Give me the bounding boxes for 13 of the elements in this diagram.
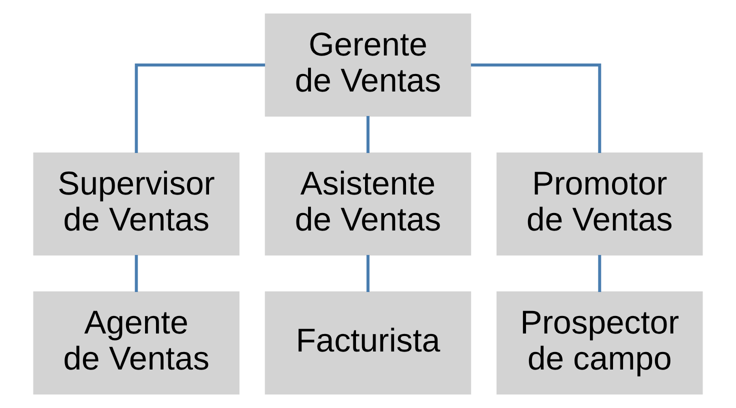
connector (470, 64, 602, 154)
connector (598, 254, 602, 292)
connector (134, 64, 266, 154)
node-box: Asistente de Ventas (264, 152, 472, 256)
node-box: Facturista (264, 291, 472, 395)
connector (366, 254, 370, 292)
node-box: Gerente de Ventas (264, 13, 472, 117)
node-box: Agente de Ventas (33, 291, 240, 395)
node-box: Promotor de Ventas (496, 152, 703, 256)
node-box: Prospector de campo (496, 291, 703, 395)
connector (134, 254, 138, 292)
connector (366, 116, 370, 154)
node-box: Supervisor de Ventas (33, 152, 240, 256)
